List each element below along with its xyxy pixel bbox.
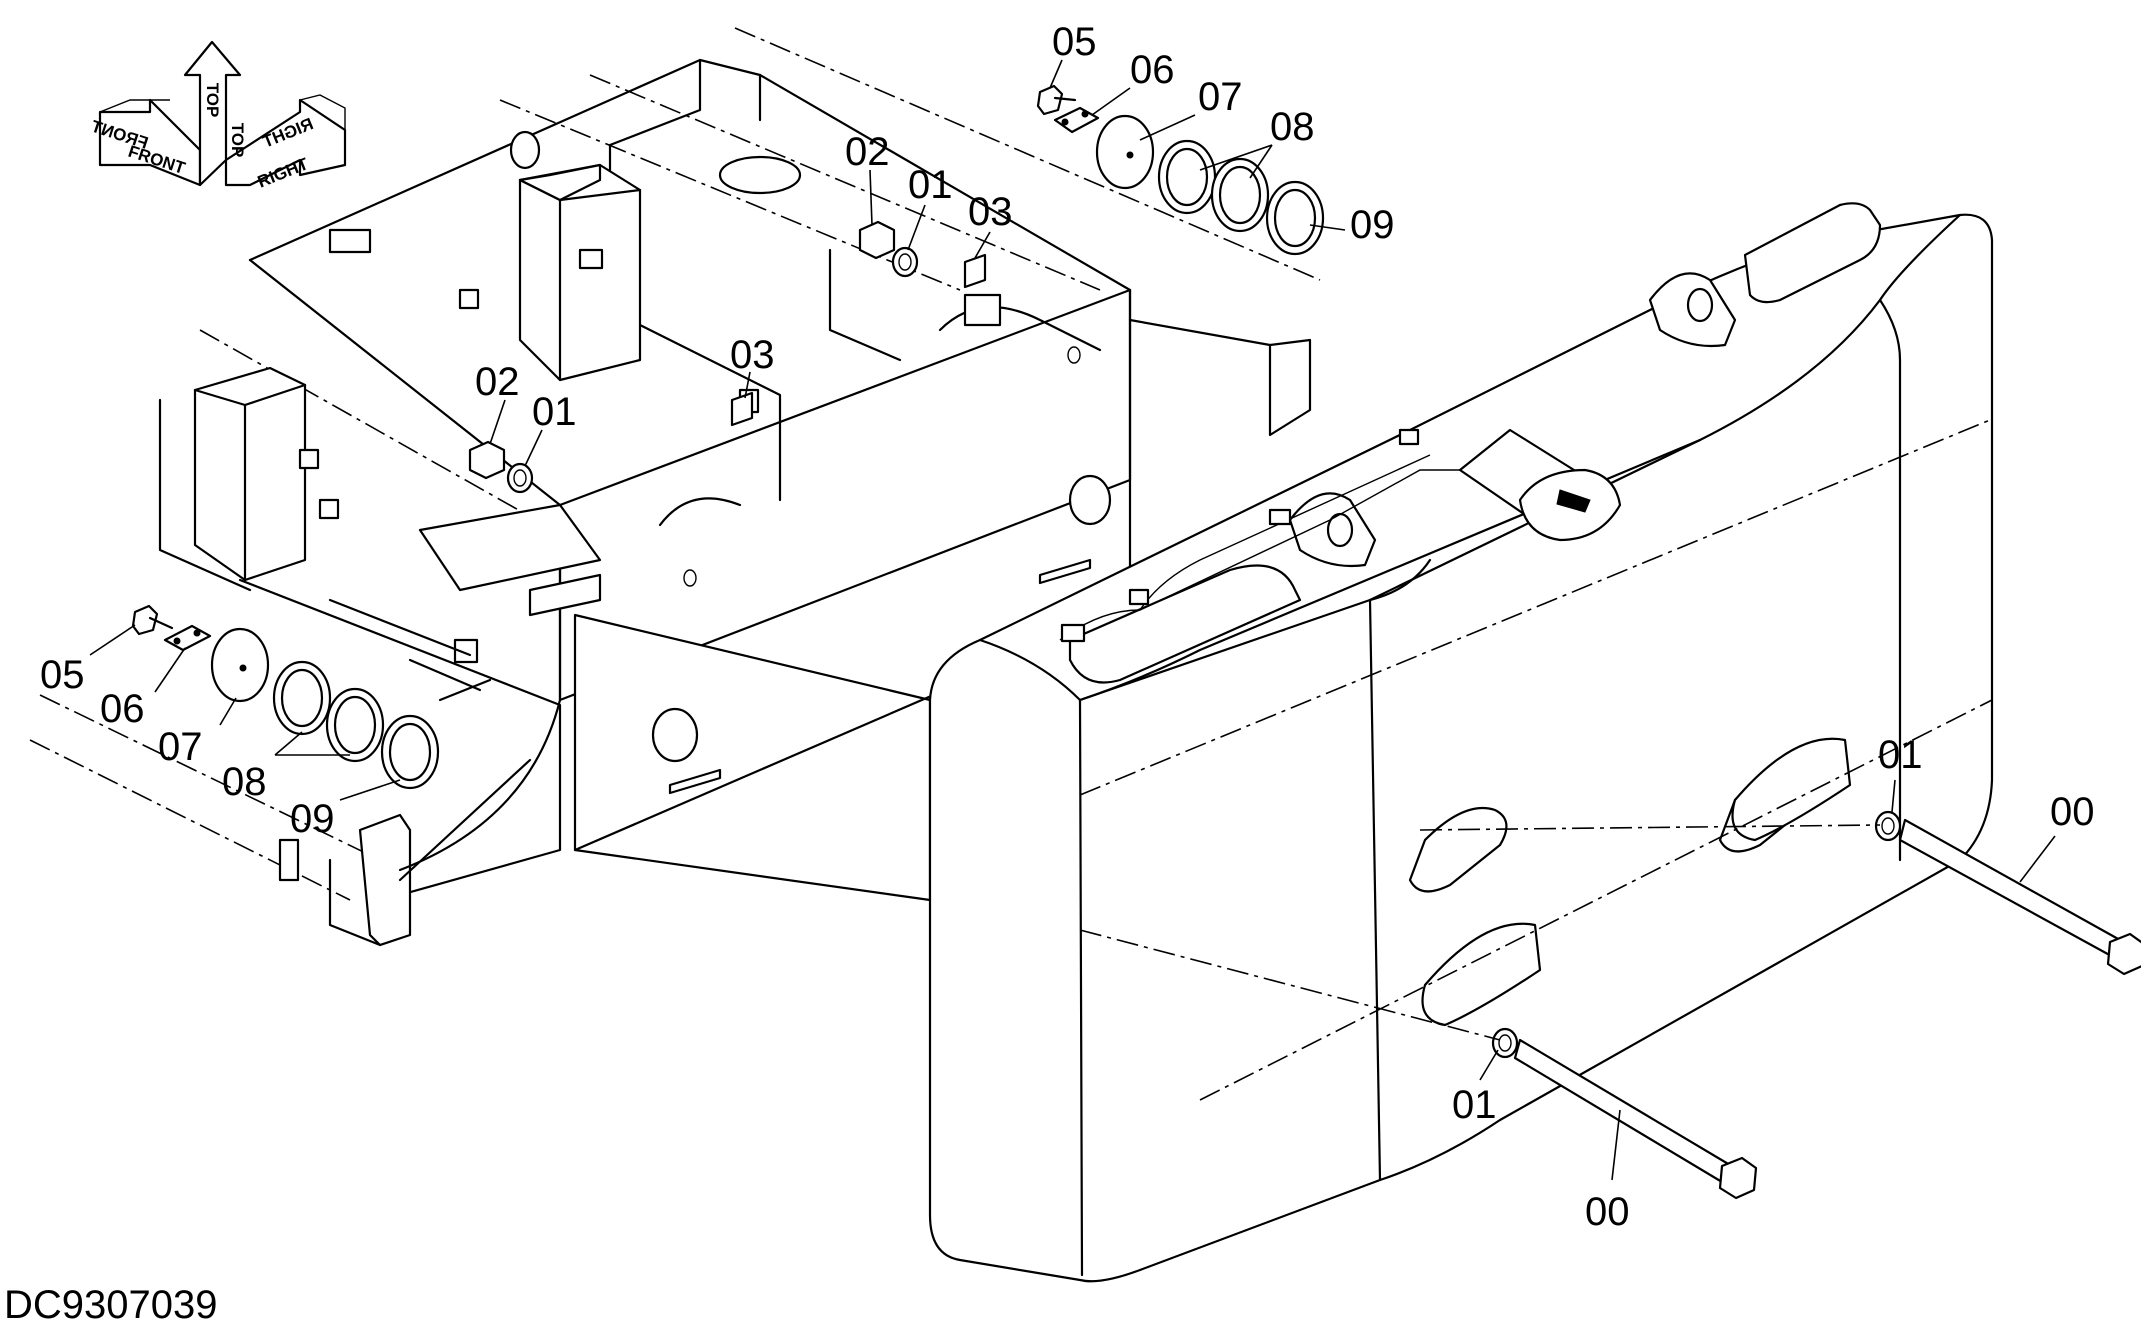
drawing-id: DC9307039 [4, 1283, 218, 1327]
callout-02-top: 02 [845, 130, 890, 174]
callout-01-rear-left: 01 [1452, 1083, 1497, 1127]
spacer-03-top [963, 253, 987, 289]
callout-01-rear-right: 01 [1878, 733, 1923, 777]
machine-frame [29, 27, 1321, 947]
counterweight [928, 202, 1994, 1283]
callout-01-mid: 01 [532, 390, 577, 434]
washer-01-rear-right [1874, 810, 1902, 842]
fastener-group-right [858, 84, 1325, 289]
bolt-05-right [1036, 84, 1064, 116]
callout-06-left: 06 [100, 687, 145, 731]
washer-01-top [891, 246, 919, 278]
plate-06-left [163, 624, 212, 652]
washer-01-mid [506, 462, 534, 494]
orientation-indicator: FRONT FRONT TOP TOP RIGHT RIGHT [88, 40, 347, 192]
callout-09-left: 09 [290, 797, 335, 841]
callout-09-top: 09 [1350, 203, 1395, 247]
callout-08-left: 08 [222, 760, 267, 804]
callout-03-mid: 03 [730, 333, 775, 377]
disc-07-left [210, 627, 270, 703]
callout-01-top: 01 [908, 163, 953, 207]
callout-08-top: 08 [1270, 105, 1315, 149]
nut-02-top [858, 220, 896, 260]
top-label-side: TOP [228, 123, 247, 158]
bolt-00-left [1513, 1038, 1732, 1184]
callout-05-top: 05 [1052, 20, 1097, 64]
callout-03-top: 03 [968, 190, 1013, 234]
washer-01-rear-left [1491, 1027, 1519, 1059]
callout-02-mid: 02 [475, 360, 520, 404]
disc-07-right [1095, 114, 1155, 190]
callout-00-left: 00 [1585, 1190, 1630, 1234]
spacer-03-mid [730, 391, 754, 427]
leader-lines [89, 59, 2056, 1181]
callout-05-left: 05 [40, 653, 85, 697]
callout-06-top: 06 [1130, 48, 1175, 92]
fastener-group-left [131, 391, 754, 790]
callout-07-left: 07 [158, 725, 203, 769]
callouts: 05 06 07 08 09 02 01 03 03 02 01 05 06 0… [40, 20, 2095, 1234]
callout-07-top: 07 [1198, 75, 1243, 119]
bolt-00-right [1898, 818, 2122, 960]
top-arrow-icon [183, 40, 242, 187]
counterweight-bolts [1079, 810, 2141, 1200]
plate-06-right [1053, 106, 1100, 134]
callout-00-right: 00 [2050, 790, 2095, 834]
nut-02-mid [468, 440, 506, 480]
top-label: TOP [203, 83, 222, 118]
right-arrow-icon [224, 94, 347, 187]
